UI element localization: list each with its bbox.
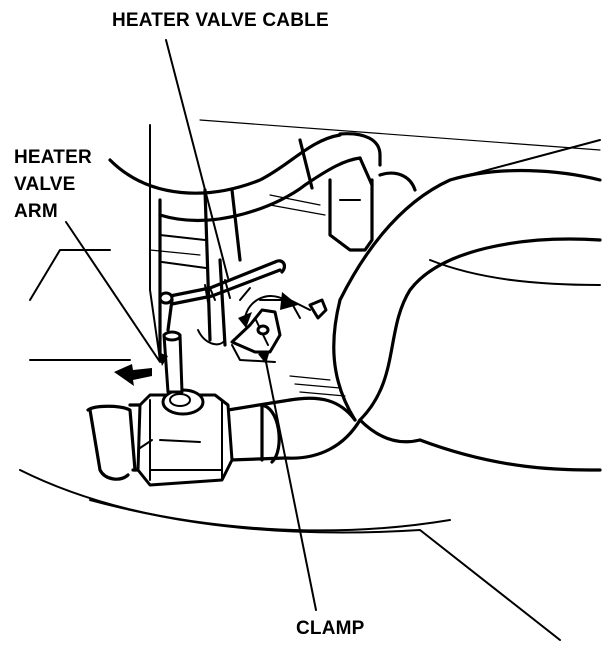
body-panel [19,119,601,641]
leader-clamp [263,351,317,611]
leader-lines [65,39,317,611]
hatching [149,194,346,397]
label-line: HEATER [14,147,92,168]
heater-valve-cable-label: HEATER VALVE CABLE [112,10,329,31]
leader-arm [65,221,161,363]
leader-cable [165,39,229,279]
heater-valve-cable-shape [158,259,287,306]
clamp-rotation-arrow [238,292,298,328]
label-line: ARM [14,201,58,222]
upper-heater-hose [108,132,382,222]
heater-valve-arm-shape [162,298,184,394]
label-line: VALVE [14,174,76,195]
heater-valve-body [136,388,234,487]
heater-valve-arm-label: HEATER VALVE ARM [14,144,92,225]
vertical-pipe [158,188,242,362]
clamp-shape [230,287,328,363]
clamp-label: CLAMP [296,618,365,639]
upper-fitting [328,171,417,252]
large-engine-hose [332,139,602,472]
push-arrow [114,364,152,386]
